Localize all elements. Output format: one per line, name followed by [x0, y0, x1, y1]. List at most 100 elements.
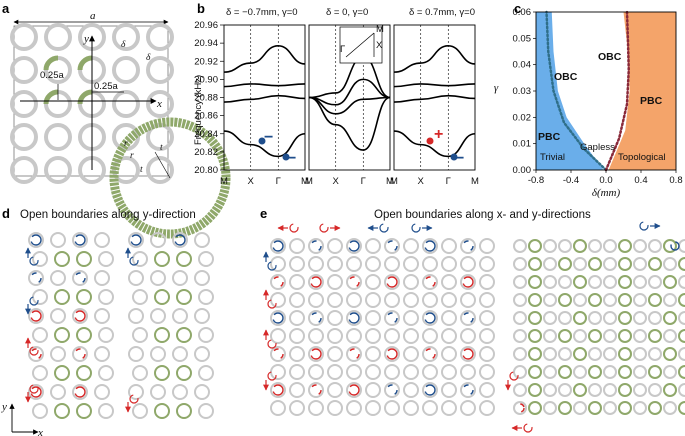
- lattice-ring: [422, 310, 438, 326]
- spin-indicator: [174, 234, 186, 246]
- lattice-ring: [603, 239, 617, 253]
- c-ytick-label: 0.02: [513, 112, 532, 123]
- lattice-ring: [154, 365, 170, 381]
- lattice-ring: [346, 238, 362, 254]
- lattice-ring: [479, 346, 495, 362]
- lattice-ring: [543, 347, 557, 361]
- b-xtick-label: M: [220, 176, 228, 187]
- lattice-ring: [528, 239, 542, 253]
- lattice-ring: [618, 329, 632, 343]
- lattice-ring: [648, 257, 662, 271]
- lattice-ring: [270, 364, 286, 380]
- spin-icon: [267, 371, 277, 381]
- c-ytick-label: 0.06: [513, 7, 532, 18]
- lattice-ring: [28, 308, 44, 324]
- panel-b-label: b: [197, 1, 205, 16]
- lattice-ring: [603, 401, 617, 415]
- lattice-ring: [154, 403, 170, 419]
- lattice-ring: [54, 403, 70, 419]
- lattice-ring: [146, 90, 174, 118]
- lattice-ring: [663, 383, 677, 397]
- lattice-ring: [194, 232, 210, 248]
- lattice-ring: [618, 275, 632, 289]
- b-left-marker-X: [258, 137, 266, 145]
- lattice-ring: [648, 329, 662, 343]
- spin-icon: [29, 384, 39, 394]
- lattice-ring: [308, 346, 324, 362]
- b-band: [308, 55, 391, 99]
- lattice-ring: [479, 364, 495, 380]
- lattice-ring: [618, 347, 632, 361]
- lattice-ring: [543, 329, 557, 343]
- spin-indicator: [386, 348, 398, 360]
- lattice-ring: [479, 328, 495, 344]
- lattice-ring: [327, 382, 343, 398]
- panel-e-title: Open boundaries along x- and y-direction…: [374, 209, 591, 221]
- inset-label-t2: t: [140, 165, 143, 175]
- b-band: [393, 94, 476, 103]
- spin-icon: [509, 371, 519, 381]
- panel-e-label: e: [260, 206, 267, 221]
- lattice-ring: [150, 384, 166, 400]
- lattice-ring: [618, 401, 632, 415]
- c-obc-left-1: OBC: [554, 71, 578, 83]
- lattice-ring: [441, 310, 457, 326]
- lattice-ring: [384, 400, 400, 416]
- spin-indicator: [310, 240, 322, 252]
- spin-icon: [267, 339, 277, 349]
- lattice-ring: [558, 383, 572, 397]
- lattice-ring: [460, 364, 476, 380]
- lattice-ring: [460, 382, 476, 398]
- b-ytick-label: 20.96: [194, 20, 218, 31]
- lattice-ring: [194, 270, 210, 286]
- lattice-ring: [346, 346, 362, 362]
- lattice-ring: [441, 364, 457, 380]
- lattice-ring: [603, 275, 617, 289]
- d-x-axis-label: x: [37, 427, 43, 436]
- d-y-axis-label: y: [1, 401, 7, 413]
- bz-label-X: X: [376, 40, 383, 51]
- spin-indicator: [462, 348, 474, 360]
- lattice-ring: [72, 270, 88, 286]
- lattice-ring: [479, 292, 495, 308]
- bz-inset: M Γ X: [339, 24, 384, 64]
- b-frame: [393, 24, 476, 171]
- lattice-ring: [558, 293, 572, 307]
- coupler-arc: [43, 89, 59, 105]
- b-subtitle-3: δ = 0.7mm, γ=0: [409, 7, 475, 18]
- inset-label-t1: t: [160, 143, 163, 153]
- lattice-ring: [558, 401, 572, 415]
- lattice-ring: [441, 328, 457, 344]
- spin-icon: [267, 261, 277, 271]
- spin-indicator: [424, 276, 436, 288]
- lattice-ring: [112, 156, 140, 184]
- lattice-ring: [172, 384, 188, 400]
- lattice-ring: [513, 383, 527, 397]
- lattice-ring: [327, 238, 343, 254]
- lattice-ring: [663, 293, 677, 307]
- b-ytick-label: 20.90: [194, 74, 218, 85]
- lattice-ring: [648, 239, 662, 253]
- lattice-ring: [543, 239, 557, 253]
- ring-inset: r t r t: [109, 117, 231, 239]
- lattice-ring: [172, 346, 188, 362]
- lattice-ring: [403, 400, 419, 416]
- spin-indicator: [30, 386, 42, 398]
- lattice-ring: [365, 292, 381, 308]
- lattice-ring: [460, 256, 476, 272]
- b-ytick-label: 20.84: [194, 129, 218, 140]
- lattice-ring: [528, 329, 542, 343]
- lattice-ring: [346, 292, 362, 308]
- b-left-marker-Gamma: [282, 153, 290, 161]
- b-ytick-label: 20.82: [194, 147, 218, 158]
- lattice-ring: [112, 90, 140, 118]
- c-trivial-region: [536, 12, 604, 170]
- lattice-ring: [633, 239, 647, 253]
- spin-indicator: [272, 276, 284, 288]
- spin-indicator: [74, 310, 86, 322]
- lattice-ring: [365, 238, 381, 254]
- spin-indicator: [30, 234, 42, 246]
- lattice-ring: [513, 311, 527, 325]
- c-topological-region: [608, 12, 676, 170]
- lattice-ring: [365, 274, 381, 290]
